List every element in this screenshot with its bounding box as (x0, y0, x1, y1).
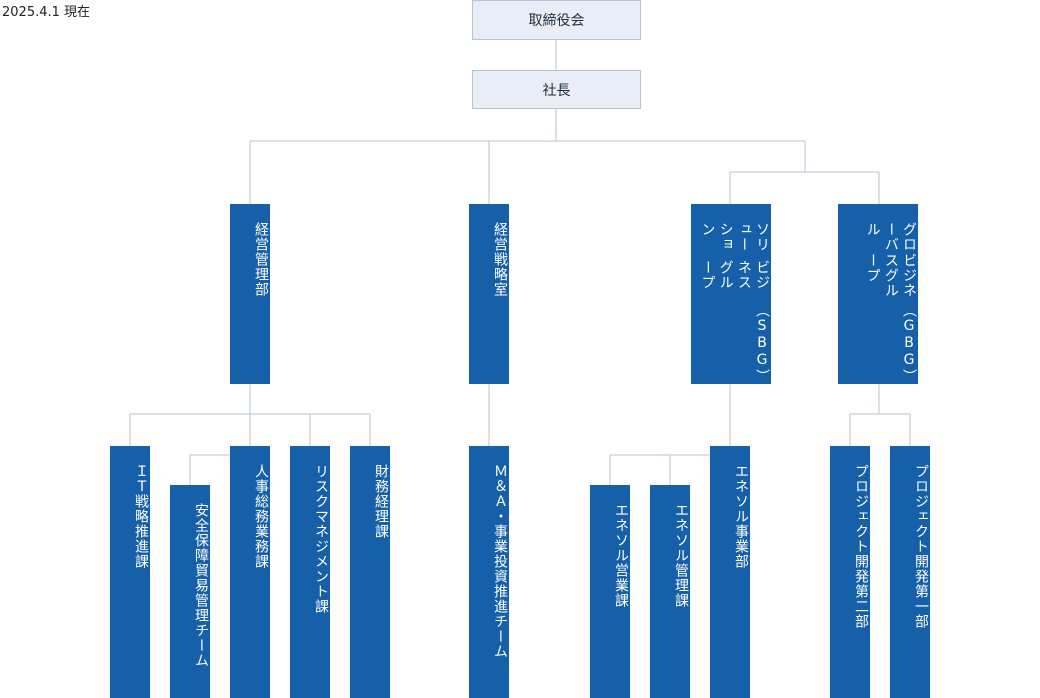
sbg-line-1: ソリューション (699, 222, 770, 252)
division-admin: 経営管理部 (230, 204, 270, 384)
division-sbg: ソリューション ビジネスグループ （SBG） (691, 204, 771, 384)
section-it: ＩＴ戦略推進課 (110, 446, 150, 698)
section-finance: 財務経理課 (350, 446, 390, 698)
sbg-line-3: （SBG） (754, 303, 770, 384)
division-strategy: 経営戦略室 (469, 204, 509, 384)
as-of-date: 2025.4.1 現在 (2, 5, 91, 20)
section-ma: Ｍ＆Ａ・事業投資推進チーム (469, 446, 509, 698)
section-proj2: プロジェクト開発第二部 (830, 446, 870, 698)
gbg-line-2: ビジネスグループ (864, 253, 917, 299)
board-box: 取締役会 (472, 0, 641, 40)
section-ene-mgmt: エネソル管理課 (650, 485, 690, 698)
president-box: 社長 (472, 70, 641, 109)
gbg-line-1: グローバル (864, 222, 917, 252)
section-risk: リスクマネジメント課 (290, 446, 330, 698)
division-gbg: グローバル ビジネスグループ （GBG） (838, 204, 918, 384)
section-security: 安全保障貿易管理チーム (170, 485, 210, 698)
section-ene-biz: エネソル事業部 (710, 446, 750, 698)
gbg-line-3: （GBG） (901, 303, 917, 384)
sbg-line-2: ビジネスグループ (699, 259, 770, 290)
section-proj1: プロジェクト開発第一部 (890, 446, 930, 698)
section-ene-sales: エネソル営業課 (590, 485, 630, 698)
section-hr: 人事総務業務課 (230, 446, 270, 698)
